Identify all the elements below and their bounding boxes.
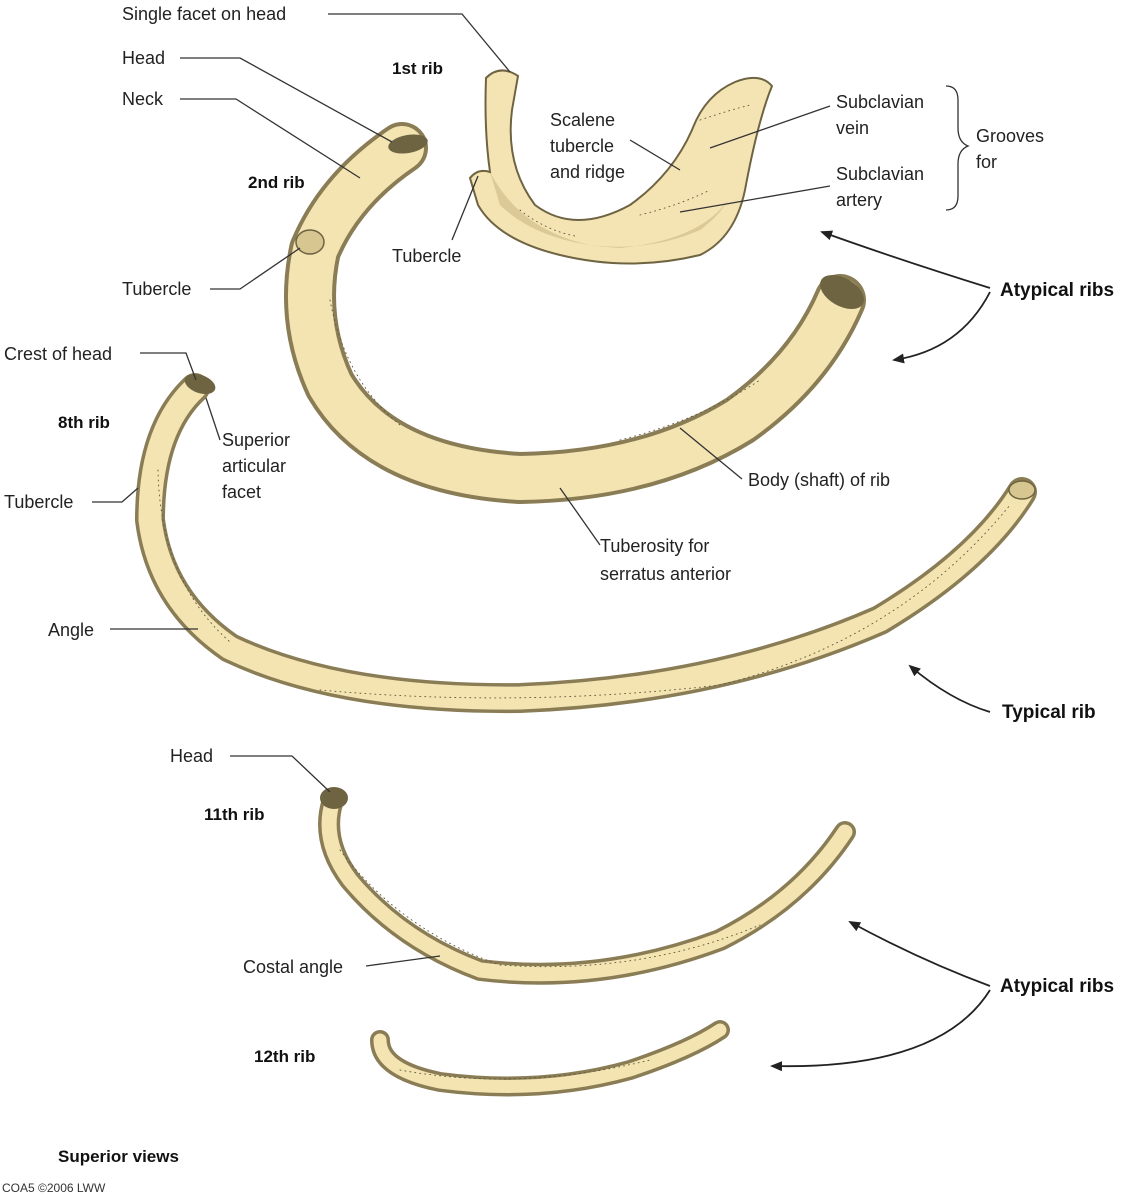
leader-lines bbox=[92, 13, 970, 967]
label-subclavian-artery-line2: artery bbox=[836, 190, 882, 210]
label-scalene-line1: Scalene bbox=[550, 110, 615, 130]
label-subclavian-vein-line2: vein bbox=[836, 118, 869, 138]
label-1st-rib: 1st rib bbox=[392, 59, 443, 78]
label-8th-rib: 8th rib bbox=[58, 413, 110, 432]
label-costal-angle: Costal angle bbox=[243, 957, 343, 977]
label-2nd-rib: 2nd rib bbox=[248, 173, 305, 192]
arrows bbox=[770, 230, 991, 1072]
label-crest-of-head: Crest of head bbox=[4, 344, 112, 364]
label-neck: Neck bbox=[122, 89, 164, 109]
eleventh-rib bbox=[318, 787, 856, 985]
twelfth-rib bbox=[370, 1020, 730, 1097]
eighth-rib bbox=[135, 373, 1037, 714]
label-tubercle-2nd: Tubercle bbox=[122, 279, 191, 299]
label-grooves-line2: for bbox=[976, 152, 997, 172]
label-11th-rib: 11th rib bbox=[204, 805, 264, 824]
label-scalene-line3: and ridge bbox=[550, 162, 625, 182]
label-tubercle-8th: Tubercle bbox=[4, 492, 73, 512]
label-subclavian-vein-line1: Subclavian bbox=[836, 92, 924, 112]
label-single-facet-on-head: Single facet on head bbox=[122, 4, 286, 24]
label-superior-views: Superior views bbox=[58, 1147, 179, 1166]
label-subclavian-artery-line1: Subclavian bbox=[836, 164, 924, 184]
label-atypical-ribs-top: Atypical ribs bbox=[1000, 280, 1114, 301]
label-grooves-line1: Grooves bbox=[976, 126, 1044, 146]
label-12th-rib: 12th rib bbox=[254, 1047, 315, 1066]
label-tubercle-1st: Tubercle bbox=[392, 246, 461, 266]
label-typical-rib: Typical rib bbox=[1002, 702, 1096, 723]
second-rib bbox=[284, 122, 866, 504]
label-head-11th: Head bbox=[170, 746, 213, 766]
label-atypical-ribs-bottom: Atypical ribs bbox=[1000, 976, 1114, 997]
text-labels: Single facet on head Head Neck 1st rib 2… bbox=[2, 4, 1114, 1195]
label-tuberosity-line2: serratus anterior bbox=[600, 564, 731, 584]
label-scalene-line2: tubercle bbox=[550, 136, 614, 156]
label-superior-line1: Superior bbox=[222, 430, 290, 450]
credit-line: COA5 ©2006 LWW bbox=[2, 1181, 106, 1195]
label-superior-line3: facet bbox=[222, 482, 261, 502]
label-angle: Angle bbox=[48, 620, 94, 640]
first-rib bbox=[468, 69, 774, 265]
label-superior-line2: articular bbox=[222, 456, 286, 476]
label-tuberosity-line1: Tuberosity for bbox=[600, 536, 709, 556]
label-body-shaft: Body (shaft) of rib bbox=[748, 470, 890, 490]
label-head-2nd: Head bbox=[122, 48, 165, 68]
